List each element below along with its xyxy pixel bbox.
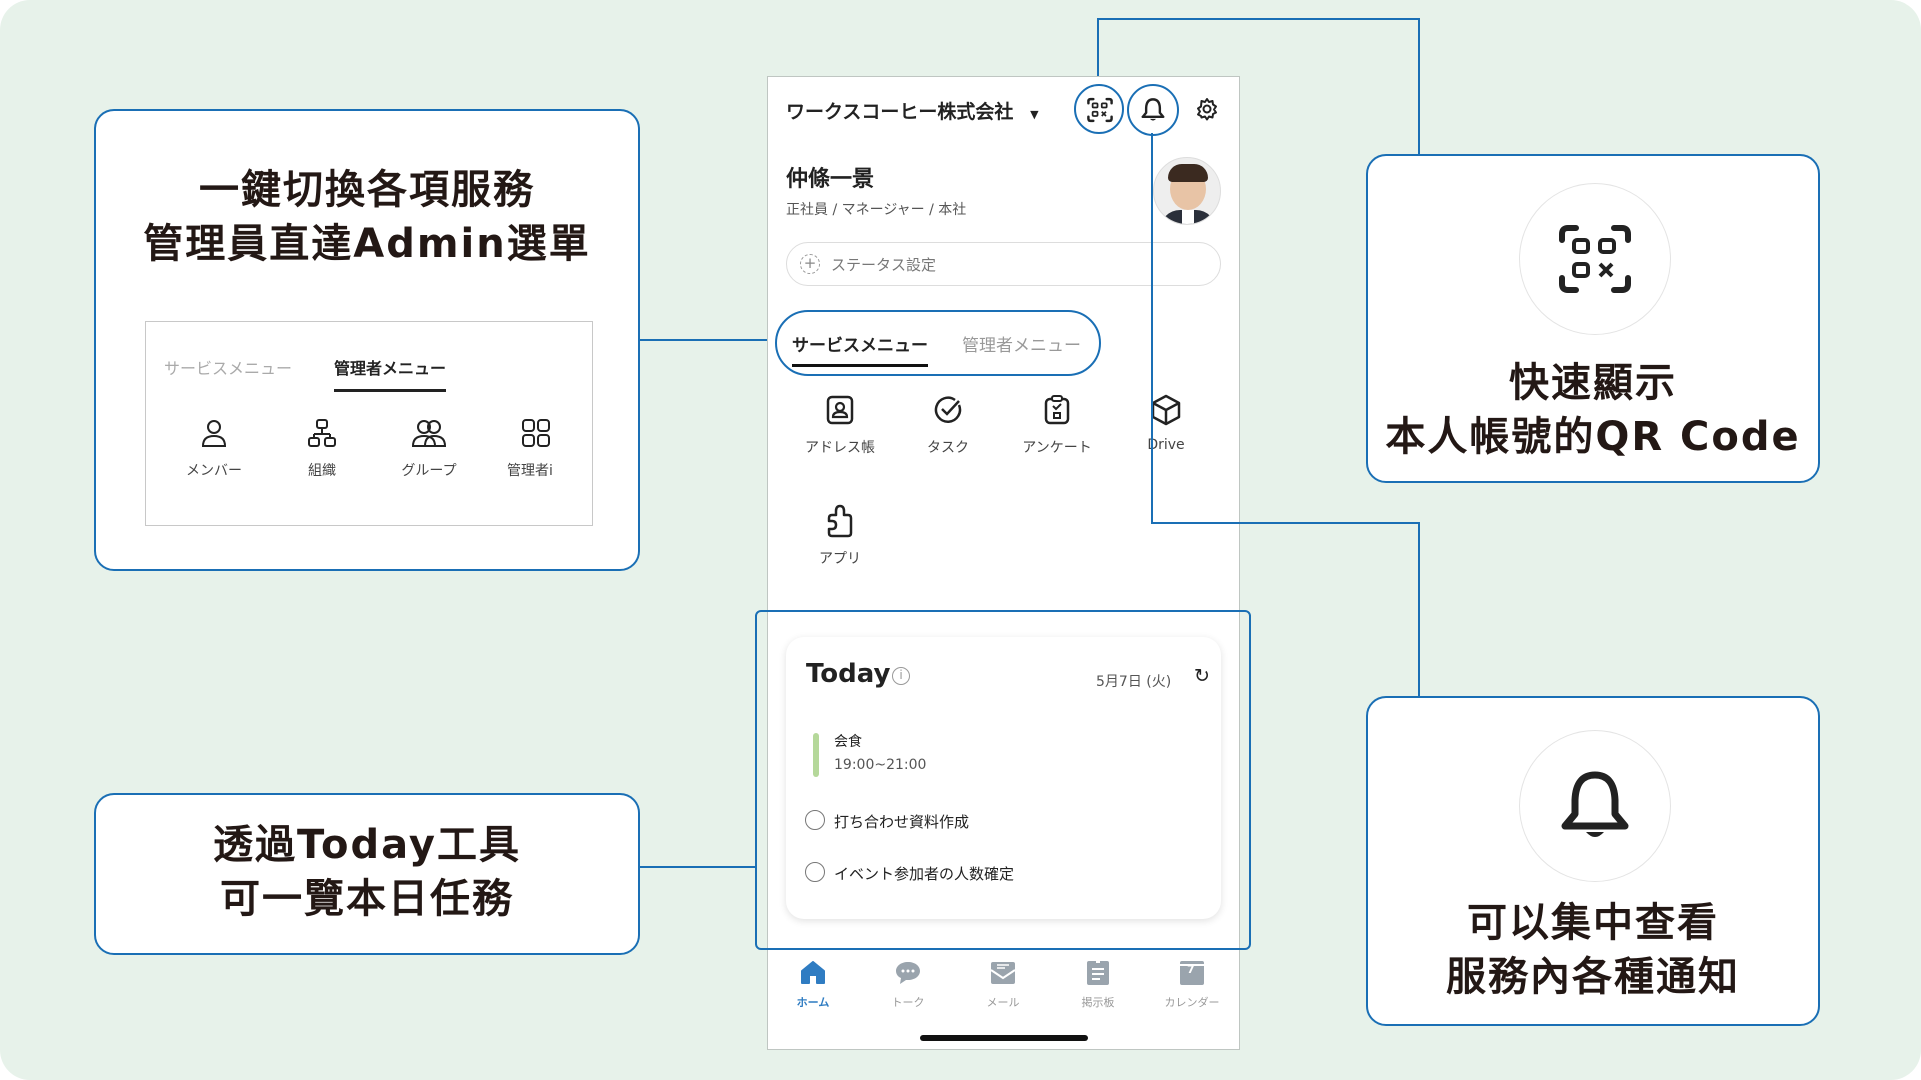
task-checkbox[interactable]: [805, 862, 825, 882]
connector-line: [1151, 133, 1153, 524]
event-time: 19:00~21:00: [834, 757, 927, 773]
service-label: タスク: [927, 440, 969, 456]
callout-qr: 快速顯示 本人帳號的QR Code: [1366, 154, 1820, 483]
callout-title-line2: 管理員直達Admin選單: [143, 221, 591, 267]
connector-line: [640, 339, 776, 341]
task-item[interactable]: 打ち合わせ資料作成: [834, 813, 970, 831]
drive-box-icon[interactable]: [1151, 394, 1181, 426]
task-item[interactable]: イベント参加者の人数確定: [834, 865, 1015, 883]
phone-screen: ワークスコーヒー株式会社 ▼ 仲條一景 正社員 / マネージャー / 本社 + …: [755, 76, 1251, 1050]
calendar-icon[interactable]: [1179, 960, 1205, 986]
qr-code-icon: [1087, 97, 1113, 123]
org-chart-icon: [308, 419, 336, 447]
user-info: 正社員 / マネージャー / 本社: [786, 202, 967, 218]
mini-item-label: グループ: [401, 463, 457, 479]
callout-service-switch: 一鍵切換各項服務 管理員直達Admin選單 サービスメニュー 管理者メニュー メ…: [94, 109, 640, 571]
today-date: 5月7日 (火): [1096, 674, 1172, 690]
callout-title-line2: 服務內各種通知: [1446, 954, 1740, 1000]
info-icon[interactable]: i: [892, 667, 910, 685]
avatar[interactable]: [1153, 157, 1221, 225]
notification-button[interactable]: [1127, 84, 1179, 136]
bell-circle: [1519, 730, 1671, 882]
callout-title-line2: 可一覽本日任務: [220, 876, 514, 922]
nav-calendar[interactable]: カレンダー: [1164, 996, 1220, 1009]
admin-menu-preview: サービスメニュー 管理者メニュー メンバー 組織 グループ 管理者i: [145, 321, 593, 526]
service-label: Drive: [1147, 437, 1185, 453]
refresh-icon[interactable]: ↻: [1194, 665, 1210, 687]
chevron-down-icon: ▼: [1030, 108, 1039, 121]
mini-item-label: 管理者i: [507, 463, 553, 479]
callout-title-line1: 透過Today工具: [213, 822, 521, 868]
address-book-icon[interactable]: [825, 395, 855, 425]
connector-line: [1097, 18, 1099, 84]
nav-mail[interactable]: メール: [986, 996, 1020, 1009]
callout-notifications: 可以集中查看 服務內各種通知: [1366, 696, 1820, 1026]
callout-title-line1: 可以集中查看: [1467, 900, 1719, 946]
home-icon[interactable]: [800, 961, 826, 985]
connector-line: [640, 866, 756, 868]
bell-icon: [1141, 98, 1165, 121]
grid-icon: [522, 419, 550, 447]
survey-icon[interactable]: [1043, 395, 1071, 425]
qr-code-icon: [1559, 225, 1631, 293]
company-name: ワークスコーヒー株式会社: [786, 101, 1014, 123]
mini-item-label: 組織: [308, 463, 336, 479]
task-check-icon[interactable]: [933, 395, 963, 425]
tab-admin-menu[interactable]: 管理者メニュー: [962, 336, 1081, 356]
tab-service-menu[interactable]: サービスメニュー: [792, 331, 928, 367]
bell-icon: [1561, 771, 1629, 837]
callout-title-line1: 快速顯示: [1509, 360, 1677, 406]
connector-line: [1418, 522, 1420, 697]
status-input[interactable]: + ステータス設定: [786, 242, 1221, 286]
qr-button[interactable]: [1074, 84, 1124, 134]
menu-tabs: サービスメニュー 管理者メニュー: [775, 310, 1101, 376]
mini-tab-admin: 管理者メニュー: [334, 355, 447, 392]
callout-title-line2: 本人帳號的QR Code: [1385, 414, 1801, 460]
today-highlight: [755, 610, 1251, 950]
calendar-date-badge: 7: [1187, 963, 1195, 976]
connector-line: [1418, 18, 1420, 155]
callout-title-line1: 一鍵切換各項服務: [199, 167, 535, 213]
group-icon: [411, 420, 447, 447]
gear-icon[interactable]: [1195, 97, 1219, 121]
status-placeholder: ステータス設定: [831, 256, 937, 274]
task-checkbox[interactable]: [805, 810, 825, 830]
callout-today: 透過Today工具 可一覽本日任務: [94, 793, 640, 955]
connector-line: [1151, 522, 1420, 524]
puzzle-icon[interactable]: [826, 504, 854, 538]
service-label: アドレス帳: [805, 440, 875, 456]
service-label: アプリ: [819, 551, 861, 567]
event-title[interactable]: 会食: [834, 734, 862, 750]
nav-home[interactable]: ホーム: [796, 996, 830, 1009]
home-indicator: [920, 1035, 1088, 1041]
service-label: アンケート: [1022, 440, 1092, 456]
connector-line: [1097, 18, 1420, 20]
user-name: 仲條一景: [786, 167, 875, 192]
mini-tab-service: サービスメニュー: [164, 359, 293, 378]
add-status-icon: +: [800, 254, 820, 274]
event-color-bar: [813, 733, 819, 777]
qr-circle: [1519, 183, 1671, 335]
today-title: Today: [806, 659, 891, 689]
mini-item-label: メンバー: [186, 463, 242, 479]
today-card: Today i 5月7日 (火) ↻ 会食 19:00~21:00 打ち合わせ資…: [786, 637, 1221, 919]
board-icon[interactable]: [1086, 960, 1110, 986]
person-icon: [201, 420, 227, 447]
mail-icon[interactable]: [990, 961, 1016, 985]
company-switcher[interactable]: ワークスコーヒー株式会社 ▼: [786, 97, 1039, 124]
chat-icon[interactable]: [895, 961, 921, 985]
nav-board[interactable]: 掲示板: [1081, 996, 1115, 1009]
nav-talk[interactable]: トーク: [891, 996, 925, 1009]
